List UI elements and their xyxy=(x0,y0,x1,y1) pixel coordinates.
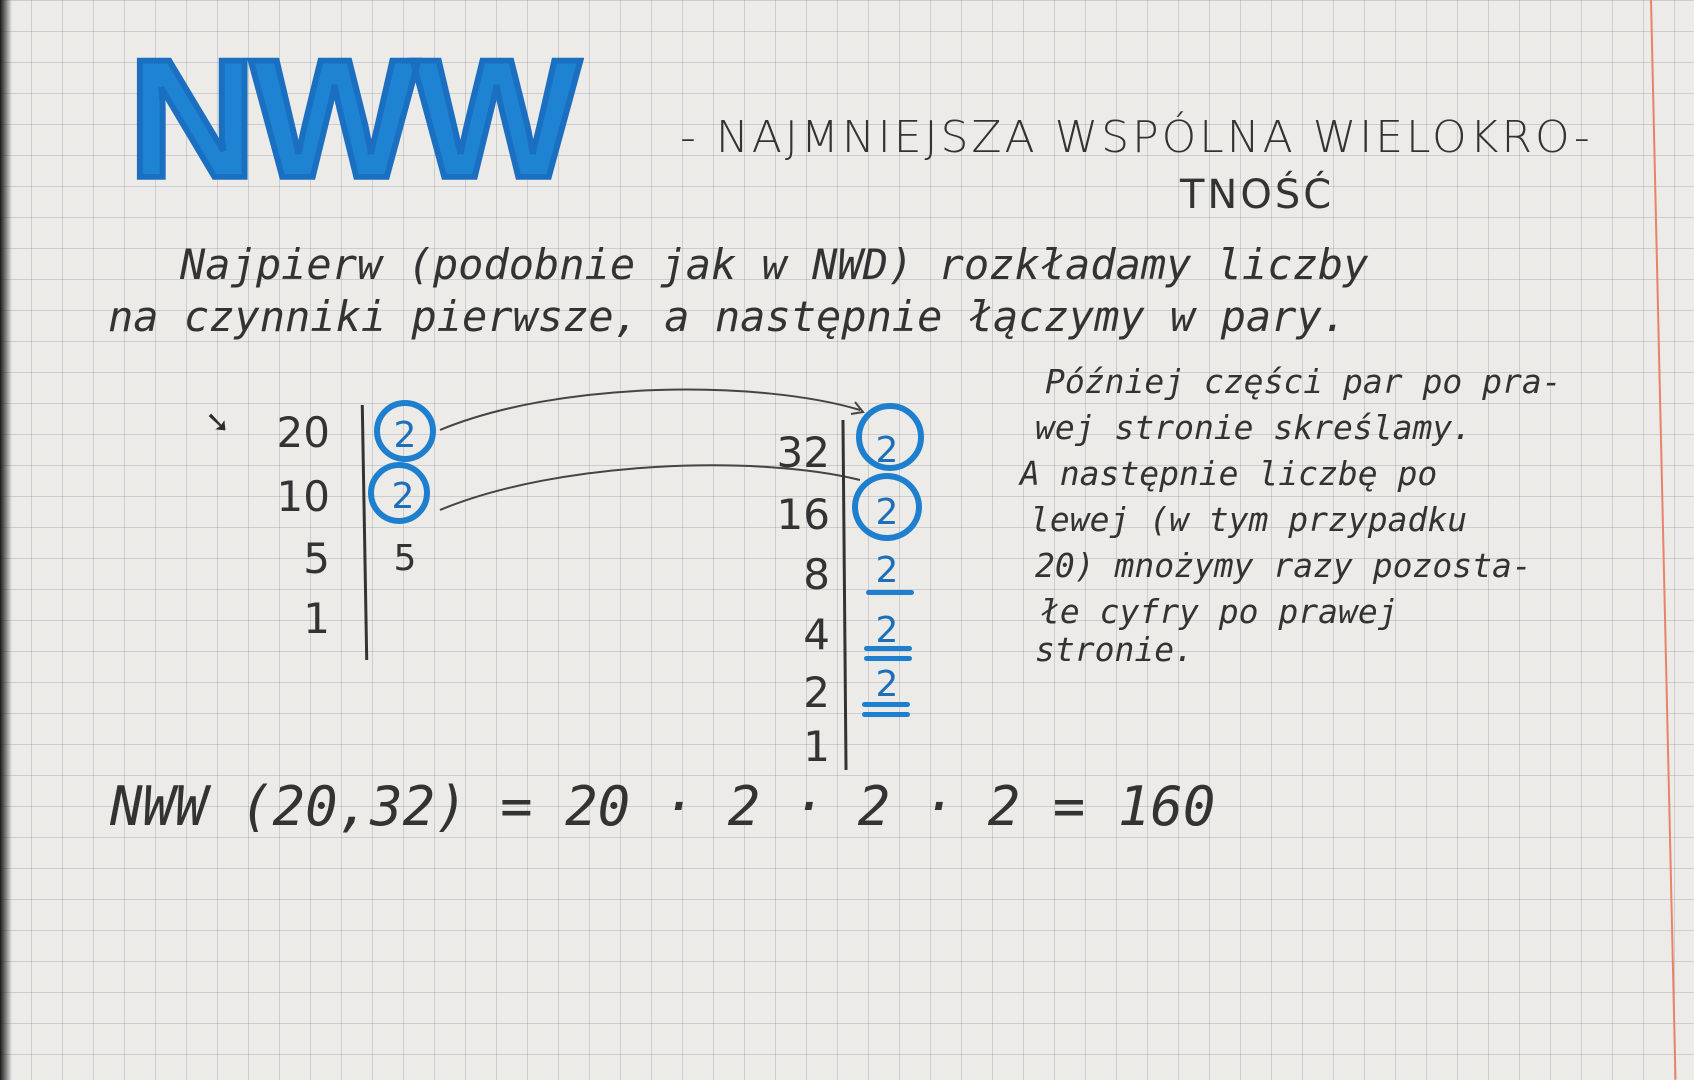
heading-title-continuation: TNOŚĆ xyxy=(1180,172,1335,218)
dividend: 10 xyxy=(276,472,330,521)
dividend: 4 xyxy=(803,610,830,659)
nww-marker-heading: NWW xyxy=(125,24,584,214)
factor: 2 xyxy=(875,610,899,651)
factor: 5 xyxy=(393,538,417,579)
underline-mark xyxy=(862,702,910,707)
arrowhead-icon xyxy=(850,401,865,415)
intro-line: na czynniki pierwsze, a następnie łączym… xyxy=(108,292,1348,341)
explanation-line: 20) mnożymy razy pozosta- xyxy=(1035,546,1532,585)
circle-mark xyxy=(368,462,430,524)
factor: 2 xyxy=(875,664,899,705)
page-edge-shadow xyxy=(0,0,12,1080)
intro-line: Najpierw (podobnie jak w NWD) rozkładamy… xyxy=(180,240,1369,289)
dividend: 1 xyxy=(803,722,830,771)
circle-mark xyxy=(852,473,922,541)
explanation-line: stronie. xyxy=(1035,630,1194,669)
circle-mark xyxy=(856,403,924,471)
explanation-line: A następnie liczbę po xyxy=(1020,454,1438,493)
pair-arc xyxy=(439,388,861,431)
pair-arc xyxy=(439,464,861,511)
dividend: 8 xyxy=(803,550,830,599)
underline-mark xyxy=(866,590,914,595)
arrow-icon: ➘ xyxy=(205,405,231,440)
underline-mark xyxy=(864,646,912,651)
explanation-line: łe cyfry po prawej xyxy=(1040,592,1398,631)
heading-title: - NAJMNIEJSZA WSPÓLNA WIELOKRO- xyxy=(680,112,1593,163)
factor: 2 xyxy=(875,550,899,591)
dividend: 16 xyxy=(776,490,830,539)
dividend: 5 xyxy=(303,534,330,583)
underline-mark xyxy=(864,656,912,661)
explanation-line: lewej (w tym przypadku xyxy=(1030,500,1468,539)
circle-mark xyxy=(374,400,436,462)
underline-mark xyxy=(862,712,910,717)
explanation-line: wej stronie skreślamy. xyxy=(1035,408,1473,447)
lcm-formula: NWW (20,32) = 20 · 2 · 2 · 2 = 160 xyxy=(110,775,1216,838)
dividend: 2 xyxy=(803,668,830,717)
dividend: 32 xyxy=(776,428,830,477)
dividend: 20 xyxy=(276,408,330,457)
explanation-line: Później części par po pra- xyxy=(1045,362,1562,401)
dividend: 1 xyxy=(303,594,330,643)
